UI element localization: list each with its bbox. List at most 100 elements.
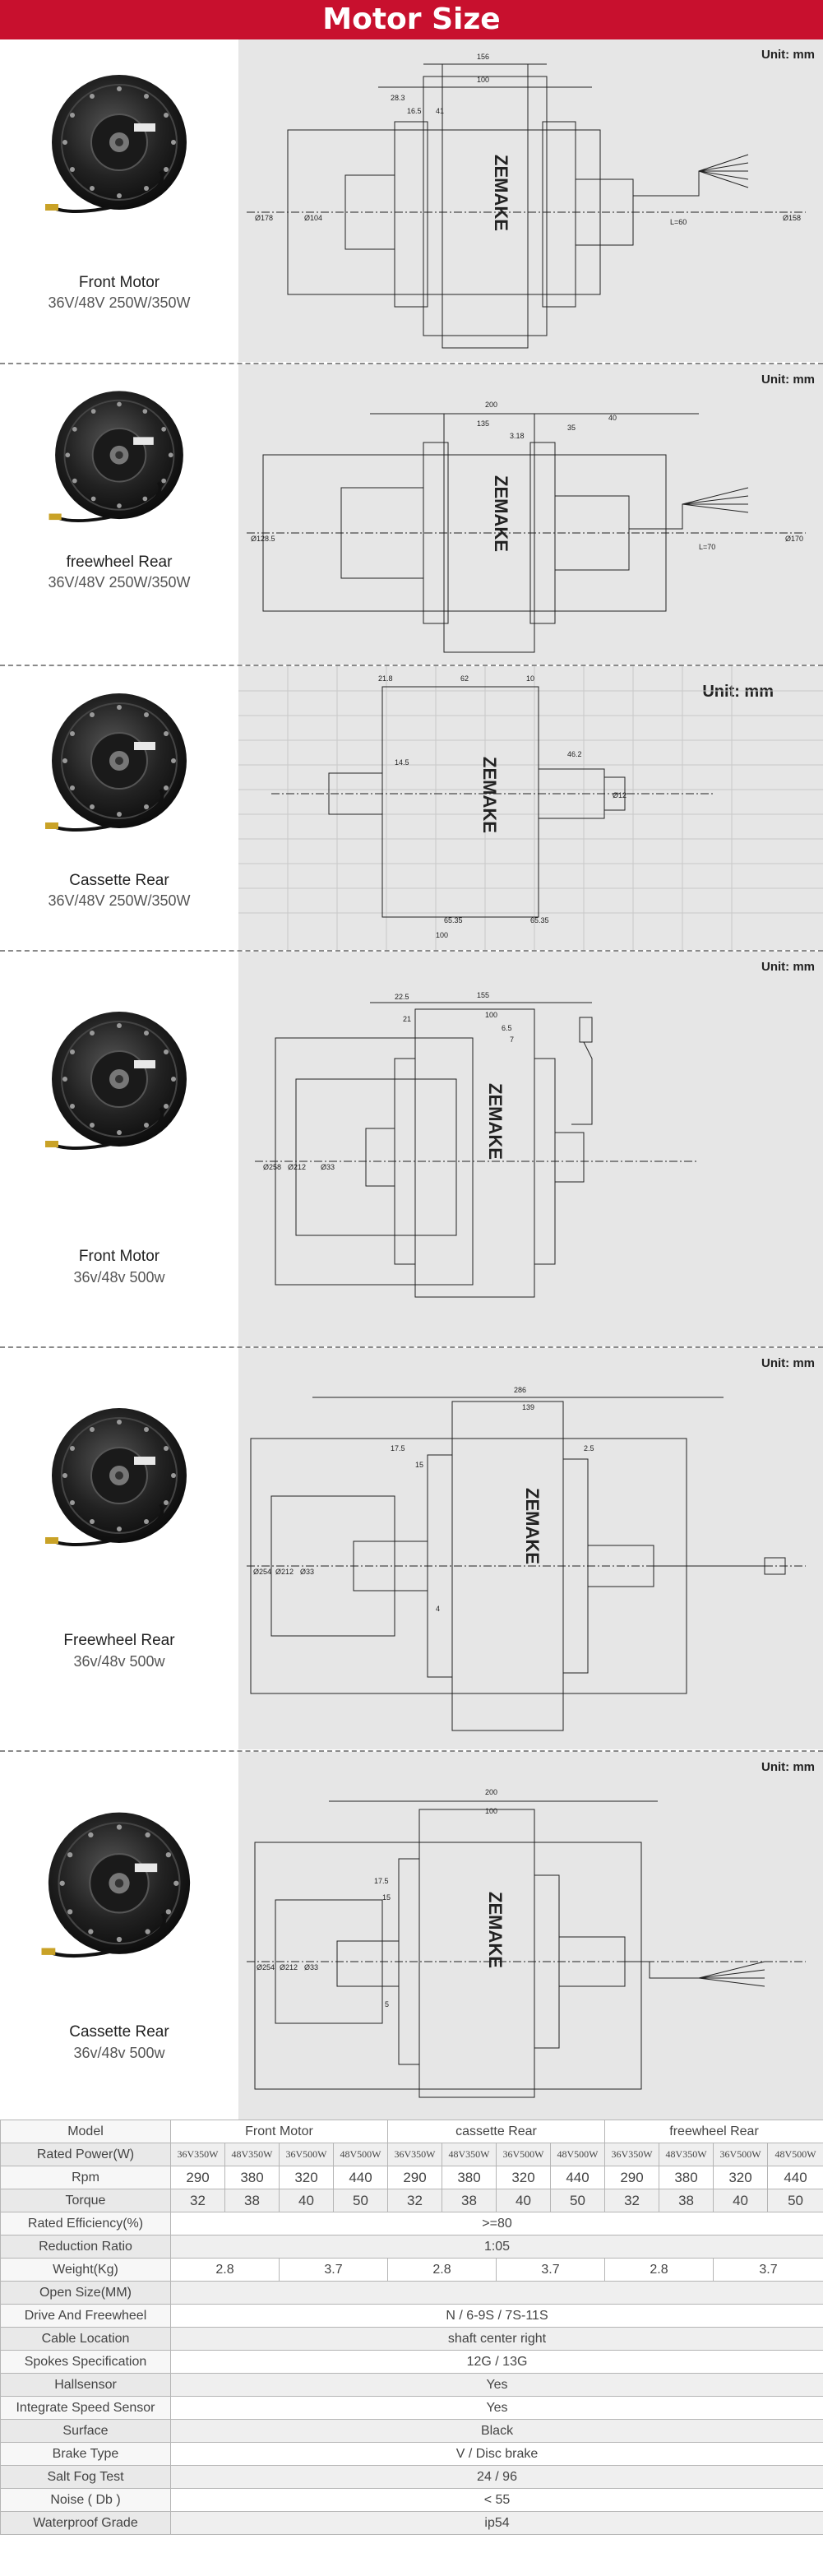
svg-text:5: 5 [385, 2000, 389, 2008]
table-cell: 440 [767, 2166, 823, 2189]
svg-text:Ø212: Ø212 [288, 1163, 306, 1171]
unit-label: Unit: mm [761, 960, 815, 974]
table-cell: 50 [549, 2189, 606, 2212]
svg-text:Ø128.5: Ø128.5 [251, 535, 275, 543]
motor-spec: 36v/48v 500w [73, 1653, 165, 1670]
motor-name: Cassette Rear [69, 872, 169, 889]
table-cell: 48V500W [767, 2143, 823, 2166]
row-label: Rpm [0, 2166, 171, 2189]
svg-text:100: 100 [436, 931, 448, 939]
motor-drawing-3: 21.8 62 10 14.5 46.2 100 65.35 65.35 Ø12… [238, 666, 823, 950]
table-cell: 48V350W [659, 2143, 714, 2166]
brand-mark: ZEMAKE [522, 1488, 543, 1564]
table-cell: 32 [170, 2189, 225, 2212]
table-cell: 3.7 [495, 2258, 606, 2282]
spec-table: Model Front Motor cassette Rear freewhee… [0, 2120, 823, 2535]
svg-text:4: 4 [436, 1605, 440, 1613]
table-cell: 440 [333, 2166, 388, 2189]
svg-text:Ø254: Ø254 [253, 1568, 271, 1576]
table-row: Surface Black [0, 2419, 823, 2443]
svg-text:100: 100 [477, 76, 489, 84]
section-divider [0, 1750, 823, 1752]
svg-text:Ø33: Ø33 [321, 1163, 335, 1171]
table-cell: 2.8 [604, 2258, 714, 2282]
svg-text:6.5: 6.5 [502, 1024, 512, 1032]
table-row: Rated Efficiency(%) >=80 [0, 2212, 823, 2235]
row-label: Integrate Speed Sensor [0, 2396, 171, 2420]
row-label: Torque [0, 2189, 171, 2212]
unit-label: Unit: mm [702, 683, 774, 701]
svg-text:Ø178: Ø178 [255, 214, 273, 222]
section-divider [0, 1346, 823, 1348]
svg-text:100: 100 [485, 1011, 497, 1019]
table-cell: 380 [224, 2166, 280, 2189]
table-cell: 50 [767, 2189, 823, 2212]
svg-text:Ø158: Ø158 [783, 214, 801, 222]
table-cell: V / Disc brake [169, 2442, 823, 2466]
motor-spec: 36v/48v 500w [73, 2045, 165, 2061]
table-cell: 48V500W [549, 2143, 606, 2166]
motor-name: Front Motor [78, 274, 160, 291]
group-header: freewheel Rear [604, 2120, 823, 2143]
table-cell: 24 / 96 [169, 2465, 823, 2489]
svg-text:21: 21 [403, 1015, 411, 1023]
table-row: Rated Power(W) 36V350W 48V350W 36V500W 4… [0, 2143, 823, 2166]
svg-text:17.5: 17.5 [374, 1877, 389, 1885]
table-cell: 290 [170, 2166, 225, 2189]
table-cell: >=80 [169, 2212, 823, 2235]
table-cell: 48V350W [442, 2143, 497, 2166]
section-divider [0, 363, 823, 364]
table-cell: 38 [659, 2189, 714, 2212]
table-cell: 36V500W [713, 2143, 769, 2166]
svg-text:3.18: 3.18 [510, 432, 525, 440]
table-cell: 290 [604, 2166, 660, 2189]
motor-drawing-1: 156 100 28.3 41 16.5 Ø178 Ø158 L=60 Ø104… [247, 53, 806, 349]
svg-text:65.35: 65.35 [530, 916, 549, 924]
svg-text:286: 286 [514, 1386, 526, 1394]
row-label: Waterproof Grade [0, 2511, 171, 2535]
row-label: Open Size(MM) [0, 2281, 171, 2305]
front-motor-image [37, 64, 201, 229]
brand-mark: ZEMAKE [491, 475, 511, 552]
table-row: Drive And Freewheel N / 6-9S / 7S-11S [0, 2304, 823, 2328]
table-row: Salt Fog Test 24 / 96 [0, 2465, 823, 2489]
svg-text:Ø12: Ø12 [613, 791, 626, 799]
svg-text:41: 41 [436, 107, 444, 115]
svg-text:62: 62 [460, 674, 469, 683]
table-cell: 380 [659, 2166, 714, 2189]
front-motor-500w-image [37, 1001, 201, 1165]
table-cell: 320 [496, 2166, 551, 2189]
motor-spec: 36V/48V 250W/350W [48, 892, 191, 909]
table-cell [169, 2281, 823, 2305]
motor-drawing-6: 200 100 17.5 15 5 Ø254 Ø212 Ø33 ZEMAKE [247, 1788, 806, 2098]
table-cell: 2.8 [387, 2258, 497, 2282]
svg-text:2.5: 2.5 [584, 1444, 594, 1452]
svg-text:28.3: 28.3 [391, 94, 405, 102]
svg-text:L=60: L=60 [670, 218, 687, 226]
table-cell: < 55 [169, 2488, 823, 2512]
svg-text:Ø104: Ø104 [304, 214, 322, 222]
svg-text:100: 100 [485, 1807, 497, 1815]
table-cell: 40 [713, 2189, 769, 2212]
svg-text:Ø258: Ø258 [263, 1163, 281, 1171]
table-cell: Yes [169, 2373, 823, 2397]
group-header: cassette Rear [386, 2120, 606, 2143]
table-cell: 40 [279, 2189, 334, 2212]
table-cell: N / 6-9S / 7S-11S [169, 2304, 823, 2328]
table-row: Hallsensor Yes [0, 2373, 823, 2397]
table-cell: 36V500W [496, 2143, 551, 2166]
motor-section-3: Cassette Rear 36V/48V 250W/350W Unit: mm [0, 666, 823, 950]
table-cell: 38 [442, 2189, 497, 2212]
table-cell: 12G / 13G [169, 2350, 823, 2374]
row-label: Weight(Kg) [0, 2258, 171, 2282]
freewheel-rear-500w-image [37, 1397, 201, 1562]
svg-text:22.5: 22.5 [395, 993, 409, 1001]
motor-name: freewheel Rear [66, 554, 173, 571]
table-row: Noise ( Db ) < 55 [0, 2488, 823, 2512]
section-divider [0, 665, 823, 666]
motor-section-2: freewheel Rear 36V/48V 250W/350W Unit: m… [0, 364, 823, 665]
table-row: Cable Location shaft center right [0, 2327, 823, 2351]
motor-spec: 36V/48V 250W/350W [48, 294, 191, 311]
motor-name: Freewheel Rear [63, 1632, 175, 1649]
table-row: Reduction Ratio 1:05 [0, 2235, 823, 2259]
